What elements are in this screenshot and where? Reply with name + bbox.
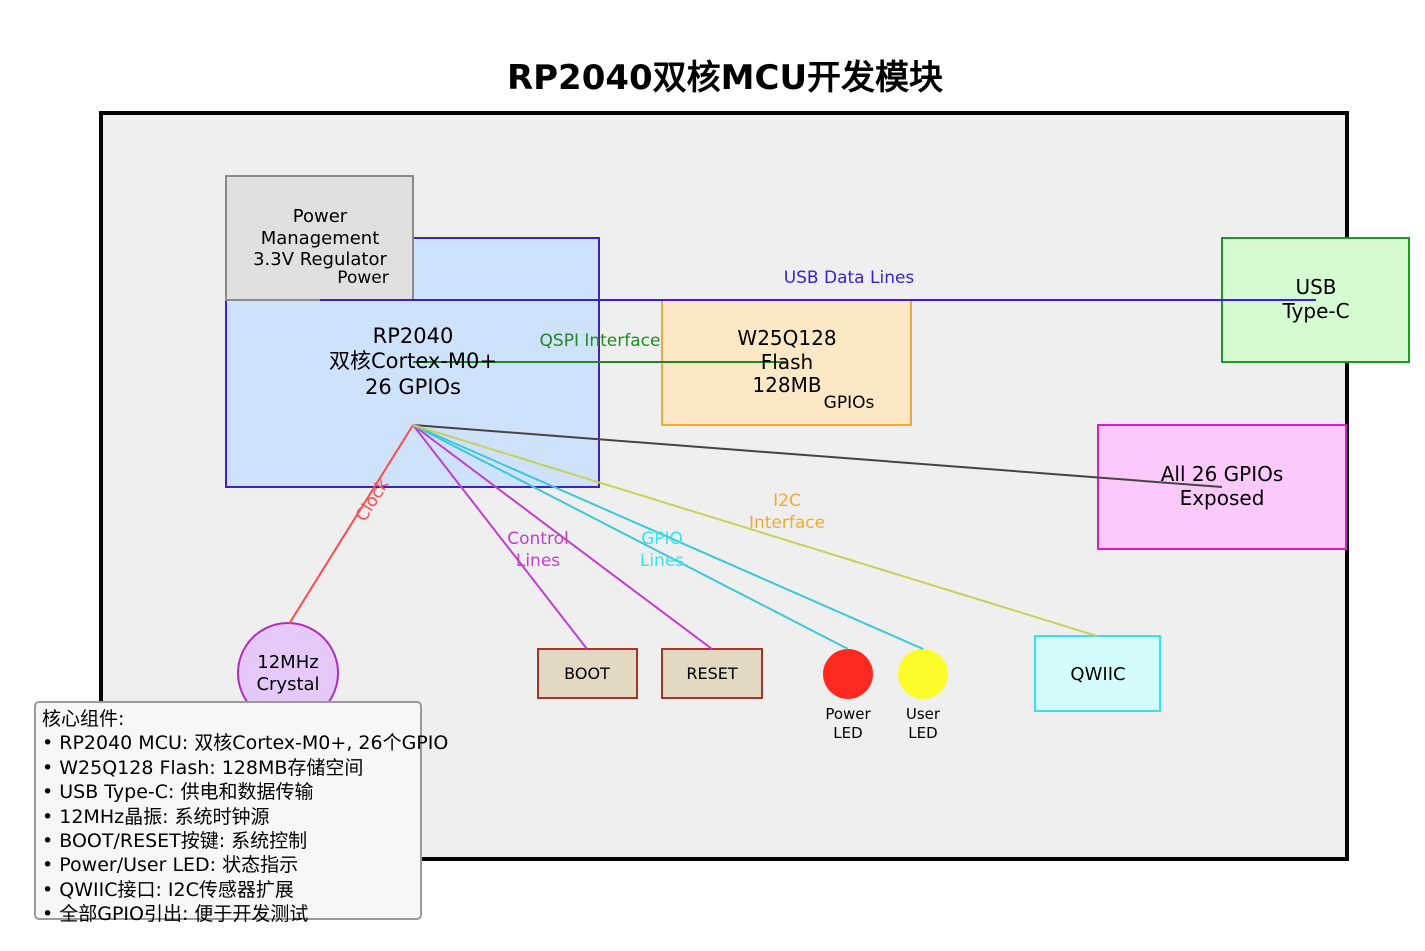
legend-item: • Power/User LED: 状态指示 xyxy=(42,854,299,877)
gpios-connection-label: GPIOs xyxy=(824,393,875,413)
power-led-label-1: Power xyxy=(825,705,871,723)
crystal-label-2: Crystal xyxy=(256,674,319,695)
user-led-label-1: User xyxy=(906,705,941,723)
legend-item: • W25Q128 Flash: 128MB存储空间 xyxy=(42,756,364,779)
boot-button xyxy=(537,648,638,699)
power-led-line xyxy=(412,424,849,650)
user-led xyxy=(898,649,948,699)
power-led-label-2: LED xyxy=(833,724,862,742)
i2c-line xyxy=(412,424,1098,637)
flash-label-1: W25Q128 xyxy=(737,326,836,350)
usb-data-label: USB Data Lines xyxy=(784,268,915,288)
gpio-header-line xyxy=(412,424,1223,488)
qspi-label: QSPI Interface xyxy=(540,331,661,351)
usb-label-2: Type-C xyxy=(1281,299,1349,323)
gpio-lines-label-2: Lines xyxy=(640,551,684,571)
power-connection-label: Power xyxy=(337,268,388,288)
gpio-lines-label-1: GPIO xyxy=(641,529,683,549)
i2c-label-1: I2C xyxy=(773,491,801,511)
reset-control-line xyxy=(412,424,713,650)
clock-line xyxy=(288,424,414,625)
user-led-line xyxy=(412,424,924,650)
flash-label-2: Flash xyxy=(761,350,813,374)
qwiic-connector xyxy=(1034,635,1161,712)
page-title: RP2040双核MCU开发模块 xyxy=(506,58,944,98)
legend-item: • 12MHz晶振: 系统时钟源 xyxy=(42,805,270,828)
mcu-label-2: 双核Cortex-M0+ xyxy=(329,349,497,373)
crystal-label-1: 12MHz xyxy=(257,652,318,673)
mcu-label-3: 26 GPIOs xyxy=(365,375,461,399)
power-label-1: Power xyxy=(293,206,348,227)
qwiic-label: QWIIC xyxy=(1070,664,1125,685)
legend-box: 核心组件: • RP2040 MCU: 双核Cortex-M0+, 26个GPI… xyxy=(34,701,449,925)
reset-label: RESET xyxy=(686,664,737,683)
control-lines-label-1: Control xyxy=(507,529,568,549)
reset-button xyxy=(661,648,763,699)
power-led xyxy=(823,649,873,699)
gpio-header-label-1: All 26 GPIOs xyxy=(1161,462,1284,486)
legend-item: • 全部GPIO引出: 便于开发测试 xyxy=(42,903,309,926)
i2c-label-2: Interface xyxy=(749,513,825,533)
boot-control-line xyxy=(412,424,588,650)
control-lines-label-2: Lines xyxy=(516,551,560,571)
flash-label-3: 128MB xyxy=(752,373,821,397)
power-label-3: 3.3V Regulator xyxy=(253,249,387,270)
usb-label-1: USB xyxy=(1295,275,1336,299)
mcu-label-1: RP2040 xyxy=(373,324,454,348)
gpio-header-label-2: Exposed xyxy=(1180,486,1265,510)
legend-heading: 核心组件: xyxy=(42,708,125,730)
legend-item: • RP2040 MCU: 双核Cortex-M0+, 26个GPIO xyxy=(42,732,449,755)
power-block xyxy=(225,175,414,301)
legend-item: • USB Type-C: 供电和数据传输 xyxy=(42,781,314,804)
legend-item: • QWIIC接口: I2C传感器扩展 xyxy=(42,878,294,901)
user-led-label-2: LED xyxy=(908,724,937,742)
boot-label: BOOT xyxy=(564,664,610,683)
power-label-2: Management xyxy=(261,228,380,249)
legend-item: • BOOT/RESET按键: 系统控制 xyxy=(42,830,308,853)
